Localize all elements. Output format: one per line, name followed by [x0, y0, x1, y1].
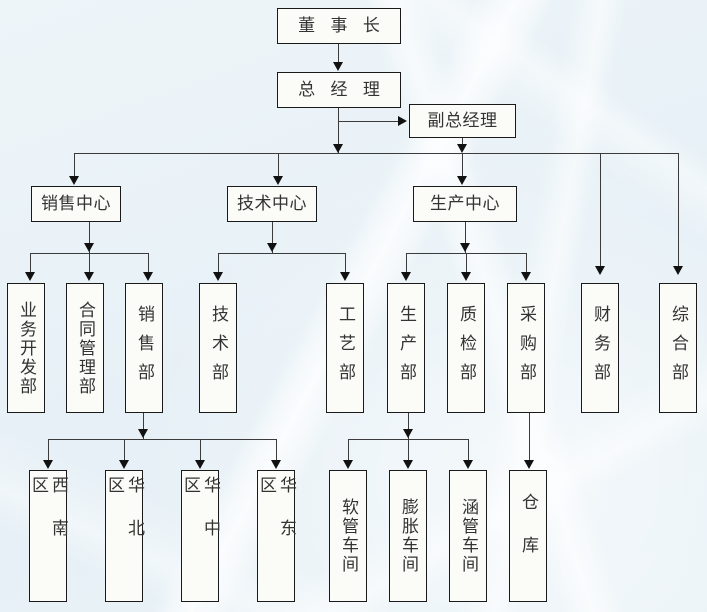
connector-prod-to-purchase — [526, 253, 527, 275]
connector-bus-to-general-affairs — [678, 153, 679, 268]
arrowhead-bus-to-tech-center — [273, 176, 283, 185]
connector-sales-to-sales-dept — [148, 253, 149, 275]
node-southwest-region[interactable]: 西南区 — [28, 470, 68, 602]
connector-sales-to-contract — [89, 253, 90, 275]
node-general-affairs-dept[interactable]: 综合部 — [659, 283, 697, 413]
connector-sales-center-trunk — [89, 222, 90, 253]
connector-to-east — [276, 439, 277, 463]
arrowhead-production-center-trunk — [460, 243, 470, 252]
arrowhead-culvert-workshop — [463, 460, 473, 469]
node-central-region[interactable]: 华中区 — [180, 470, 220, 602]
arrowhead-warehouse — [524, 460, 534, 469]
node-sales-dept[interactable]: 销售部 — [125, 283, 163, 413]
node-warehouse[interactable]: 仓库 — [509, 470, 547, 602]
arrowhead-contract — [84, 272, 94, 281]
connector-prod-to-production-dept — [406, 253, 407, 275]
arrowhead-craft-dept — [340, 272, 350, 281]
connector-to-north — [124, 439, 125, 463]
arrowhead-bus-to-finance — [595, 266, 605, 275]
connector-tech-to-craft-dept — [345, 253, 346, 275]
connector-tech-to-tech-dept — [218, 253, 219, 275]
arrowhead-expansion-workshop — [403, 460, 413, 469]
arrowhead-tech-dept — [213, 272, 223, 281]
connector-gm-trunk — [338, 108, 339, 153]
arrowhead-gm-to-deputy — [398, 116, 407, 126]
connector-chairman-to-gm — [338, 44, 339, 66]
node-east-region[interactable]: 华东区 — [256, 470, 296, 602]
node-production-dept[interactable]: 生产部 — [387, 283, 425, 413]
node-contract-mgmt-dept[interactable]: 合同管理部 — [66, 283, 104, 413]
connector-bus-to-finance — [600, 153, 601, 268]
node-finance-dept[interactable]: 财务部 — [581, 283, 619, 413]
node-general-manager[interactable]: 总 经 理 — [277, 72, 401, 108]
node-tech-center[interactable]: 技术中心 — [227, 186, 317, 222]
bus-sales-dept — [48, 439, 276, 440]
connector-to-southwest — [48, 439, 49, 463]
arrowhead-bus-to-production-center — [457, 176, 467, 185]
node-production-center[interactable]: 生产中心 — [413, 186, 517, 222]
node-tech-dept[interactable]: 技术部 — [199, 283, 237, 413]
connector-prod-to-quality — [466, 253, 467, 275]
arrowhead-east — [271, 460, 281, 469]
arrowhead-sales-dept — [143, 272, 153, 281]
node-business-dev-dept[interactable]: 业务开发部 — [7, 283, 45, 413]
connector-deputy-down — [462, 138, 463, 146]
arrowhead-gm-trunk — [333, 144, 343, 153]
connector-bus-to-tech-center — [278, 153, 279, 178]
node-north-region[interactable]: 华北区 — [104, 470, 144, 602]
connector-to-expansion-workshop — [408, 439, 409, 463]
bus-tech-center — [218, 253, 345, 254]
arrowhead-quality-dept — [461, 272, 471, 281]
connector-tech-center-trunk — [272, 222, 273, 253]
arrowhead-bus-to-sales-center — [69, 176, 79, 185]
connector-to-central — [200, 439, 201, 463]
arrowhead-deputy-down — [457, 144, 467, 153]
node-culvert-workshop[interactable]: 涵管车间 — [449, 470, 487, 602]
node-chairman[interactable]: 董 事 长 — [277, 8, 401, 44]
arrowhead-production-dept — [401, 272, 411, 281]
connector-gm-to-deputy — [338, 121, 400, 122]
arrowhead-hose-workshop — [343, 460, 353, 469]
arrowhead-sales-dept-trunk — [138, 429, 148, 438]
node-expansion-workshop[interactable]: 膨胀车间 — [389, 470, 427, 602]
arrowhead-central — [195, 460, 205, 469]
connector-sales-to-business-dev — [30, 253, 31, 275]
connector-purchase-to-warehouse — [529, 413, 530, 463]
node-deputy-general-manager[interactable]: 副总经理 — [409, 104, 516, 138]
connector-bus-to-sales-center — [74, 153, 75, 178]
node-hose-workshop[interactable]: 软管车间 — [329, 470, 367, 602]
node-purchase-dept[interactable]: 采购部 — [507, 283, 545, 413]
arrowhead-bus-to-general-affairs — [673, 266, 683, 275]
arrowhead-north — [119, 460, 129, 469]
arrowhead-sales-center-trunk — [84, 243, 94, 252]
arrowhead-chairman-to-gm — [333, 62, 343, 71]
arrowhead-production-dept-trunk — [403, 429, 413, 438]
arrowhead-purchase-dept — [521, 272, 531, 281]
arrowhead-business-dev — [25, 272, 35, 281]
connector-production-center-trunk — [465, 222, 466, 253]
arrowhead-tech-center-trunk — [267, 243, 277, 252]
node-craft-dept[interactable]: 工艺部 — [326, 283, 364, 413]
connector-production-dept-trunk — [408, 413, 409, 439]
arrowhead-southwest — [43, 460, 53, 469]
node-sales-center[interactable]: 销售中心 — [31, 186, 121, 222]
connector-to-hose-workshop — [348, 439, 349, 463]
connector-sales-dept-trunk — [143, 413, 144, 439]
connector-to-culvert-workshop — [468, 439, 469, 463]
node-quality-dept[interactable]: 质检部 — [447, 283, 485, 413]
connector-bus-to-production-center — [462, 153, 463, 178]
bus-level3 — [74, 153, 679, 154]
